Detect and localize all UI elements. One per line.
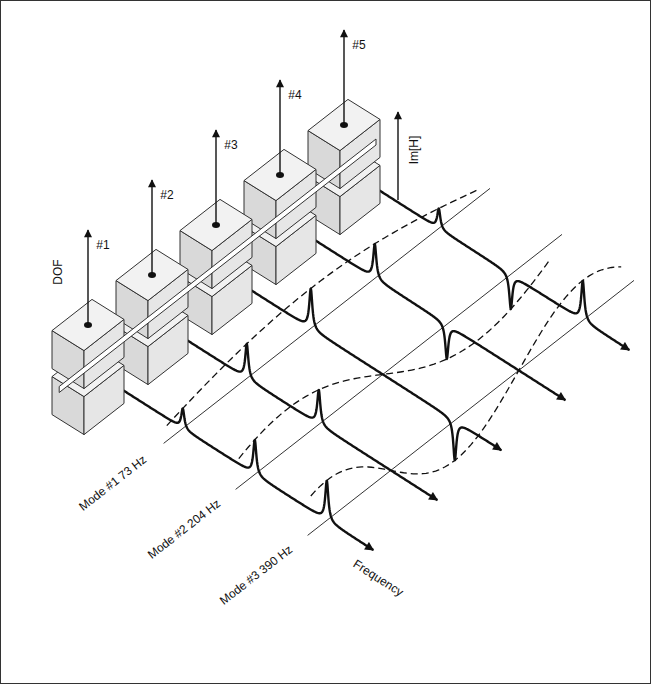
mode-line — [308, 280, 634, 535]
mass-blocks — [52, 99, 380, 434]
axis-label: Frequency — [351, 558, 405, 599]
dof-number: #5 — [352, 39, 365, 51]
mode-label: Mode #3 390 Hz — [218, 544, 295, 608]
dof-number: #2 — [160, 189, 173, 201]
frf-imag-curve — [246, 287, 501, 460]
im-axis-arrow — [397, 112, 398, 200]
dof-arrow — [215, 130, 216, 225]
frf-imag-curve — [374, 187, 629, 350]
dof-number: #3 — [224, 139, 237, 151]
axis-label: DOF — [52, 259, 64, 284]
dof-arrows — [84, 30, 348, 328]
mode-lines — [164, 188, 634, 535]
axis-label: Im[H] — [408, 136, 420, 165]
dof-number: #1 — [96, 239, 109, 251]
frf-imag-curve — [182, 337, 437, 500]
dof-arrow — [87, 230, 88, 325]
mode-label: Mode #1 73 Hz — [77, 454, 149, 514]
frf-imag-curve — [118, 387, 373, 550]
mode-shape-curve — [311, 267, 621, 496]
mode-label: Mode #2 204 Hz — [146, 498, 223, 562]
dof-arrow — [343, 30, 344, 125]
dof-arrow — [279, 80, 280, 175]
frf-imag-curve — [310, 237, 565, 400]
dof-number: #4 — [288, 89, 301, 101]
frf-lines — [118, 187, 629, 550]
beam — [59, 139, 376, 393]
mode-shapes — [167, 190, 621, 496]
dof-arrow — [151, 180, 152, 275]
mode-shape-curve — [167, 190, 477, 426]
